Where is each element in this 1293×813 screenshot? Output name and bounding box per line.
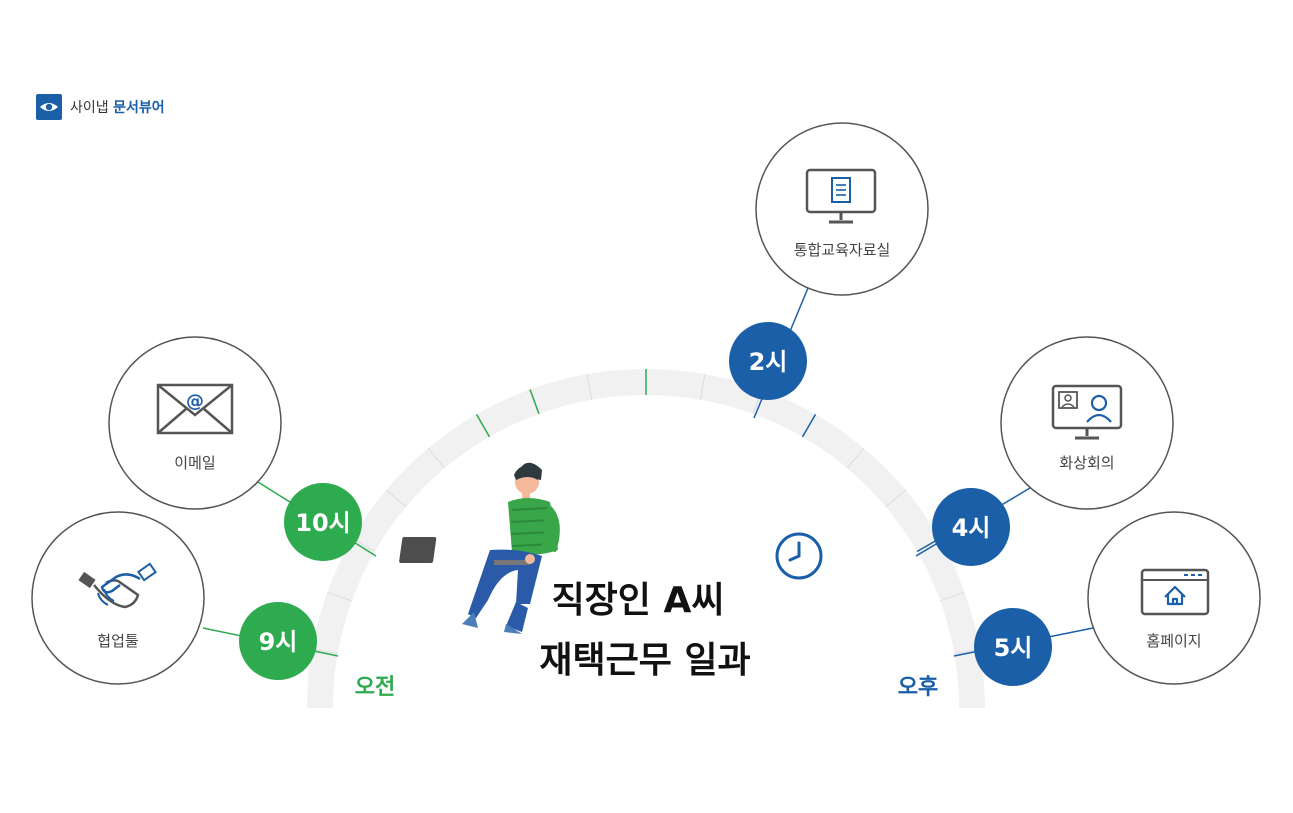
activity-circle-collab (31, 511, 205, 685)
arc-tick (846, 447, 865, 469)
time-label-5: 5시 (994, 634, 1033, 662)
arc-tick (385, 489, 407, 508)
svg-text:@: @ (186, 391, 204, 412)
time-badge-2 (729, 322, 807, 400)
arc-ticks (312, 369, 980, 655)
time-label-10: 10시 (295, 509, 350, 537)
arc-tick (586, 374, 593, 400)
arc-tick (327, 591, 353, 602)
arc-tick (427, 447, 446, 469)
person-laptop-illustration (399, 462, 560, 634)
brand-logo: 사이냅 문서뷰어 (36, 94, 165, 120)
arc-tick (312, 648, 338, 655)
arc-tick (699, 374, 706, 400)
arc-tick (529, 389, 540, 415)
clock-icon (775, 532, 823, 580)
document-monitor-icon (805, 168, 877, 224)
activity-label-home: 홈페이지 (1146, 632, 1201, 650)
activity-label-video: 화상회의 (1059, 454, 1114, 472)
time-badge-4 (932, 488, 1010, 566)
arc-tick (801, 414, 817, 438)
homepage-browser-icon (1140, 568, 1210, 616)
arc-tick (885, 489, 907, 508)
time-label-2: 2시 (749, 348, 788, 376)
period-label-pm: 오후 (898, 675, 938, 700)
time-label-9: 9시 (259, 628, 298, 656)
email-icon: @ (156, 383, 234, 435)
period-label-am: 오전 (355, 675, 395, 700)
brand-name: 사이냅 문서뷰어 (70, 100, 165, 116)
activity-label-edu: 통합교육자료실 (794, 241, 891, 259)
title-line-1: 직장인 A씨 (552, 580, 725, 621)
time-badge-9 (239, 602, 317, 680)
time-label-4: 4시 (952, 514, 991, 542)
arc-tick (939, 591, 965, 602)
activity-label-collab: 협업툴 (97, 632, 138, 650)
time-badge-10 (284, 483, 362, 561)
activity-label-email: 이메일 (174, 454, 215, 472)
eye-icon (36, 94, 62, 120)
time-badge-5 (974, 608, 1052, 686)
video-conference-icon (1051, 384, 1123, 440)
handshake-icon (78, 562, 157, 609)
arc-tick (475, 414, 491, 438)
title-line-2: 재택근무 일과 (539, 640, 750, 681)
